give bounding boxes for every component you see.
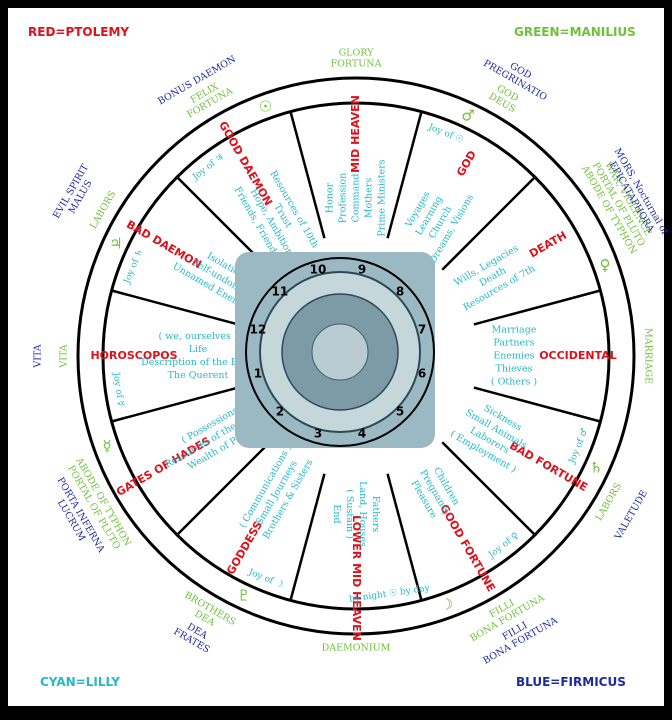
center-house-number: 6 bbox=[418, 366, 426, 380]
planet-glyph-icon: ♃ bbox=[109, 235, 122, 253]
joy-label-house-1: Joy of ☿ bbox=[110, 371, 125, 407]
planet-glyph-icon: ☽ bbox=[440, 596, 453, 614]
planet-glyph-icon: ☿ bbox=[102, 437, 111, 455]
house-divider bbox=[386, 111, 423, 239]
lilly-label-house-4: End bbox=[331, 504, 342, 523]
legend-firmicus: BLUE=FIRMICUS bbox=[516, 675, 626, 689]
center-house-number: 5 bbox=[396, 405, 404, 419]
firmicus-label-house-1: VITA bbox=[33, 344, 44, 368]
center-house-number: 2 bbox=[276, 405, 284, 419]
lilly-label-house-4: ( Sustain ) bbox=[344, 489, 355, 539]
center-house-numbers: 10 9 8 7 6 5 4 3 2 1 12 11 bbox=[250, 262, 427, 440]
center-core bbox=[311, 323, 369, 381]
house-divider bbox=[111, 289, 239, 326]
center-house-number: 1 bbox=[254, 366, 262, 380]
lilly-label-house-7: Partners bbox=[493, 338, 534, 349]
lilly-label-house-4: Fathers bbox=[370, 496, 381, 533]
house-divider bbox=[473, 289, 601, 326]
legend-ptolemy: RED=PTOLEMY bbox=[28, 25, 129, 39]
house-divider bbox=[176, 441, 271, 536]
lilly-label-house-7: ( Others ) bbox=[491, 377, 537, 388]
planet-glyph-icon: ♇ bbox=[237, 587, 250, 605]
legend-manilius: GREEN=MANILIUS bbox=[514, 25, 636, 39]
center-house-number: 3 bbox=[314, 427, 322, 441]
center-zodiac: 10 9 8 7 6 5 4 3 2 1 12 11 bbox=[235, 252, 435, 448]
legend-lilly: CYAN=LILLY bbox=[40, 675, 120, 689]
lilly-label-house-10: Prime Ministers bbox=[377, 159, 388, 236]
manilius-label-house-10: GLORY bbox=[339, 48, 375, 59]
house-divider bbox=[441, 441, 536, 536]
lilly-label-house-7: Enemies bbox=[493, 351, 534, 362]
manilius-label-house-4: DAEMONIUM bbox=[322, 643, 391, 654]
inner-ring bbox=[101, 101, 611, 611]
manilius-label-house-10: FORTUNA bbox=[331, 59, 382, 70]
center-house-number: 4 bbox=[358, 427, 366, 441]
lilly-label-house-10: Command bbox=[351, 174, 362, 223]
house-divider bbox=[111, 386, 239, 423]
center-house-number: 11 bbox=[272, 284, 289, 298]
center-house-number: 8 bbox=[396, 284, 404, 298]
ptolemy-label-house-7: OCCIDENTAL bbox=[539, 349, 617, 362]
lilly-label-house-10: Mothers bbox=[364, 178, 375, 219]
center-number-ring bbox=[245, 257, 435, 447]
house-divider bbox=[289, 111, 326, 239]
center-house-number: 10 bbox=[310, 262, 327, 276]
manilius-label-house-7: MARRIAGE bbox=[643, 328, 654, 384]
lilly-label-house-1: Life bbox=[189, 344, 208, 355]
planet-glyph-icon: ☉ bbox=[259, 97, 272, 115]
lilly-label-house-7: Marriage bbox=[492, 325, 537, 336]
planet-glyph-icon: ♀ bbox=[600, 256, 611, 274]
house-divider bbox=[441, 176, 536, 271]
house-divider bbox=[289, 473, 326, 601]
outer-ring bbox=[76, 76, 636, 636]
center-house-number: 9 bbox=[358, 262, 366, 276]
ptolemy-label-house-10: MID HEAVEN bbox=[349, 95, 362, 173]
planet-glyph-icon: ♂ bbox=[461, 106, 474, 124]
ptolemy-label-house-1: HOROSCOPOS bbox=[90, 349, 177, 362]
house-divider bbox=[386, 473, 423, 601]
lilly-label-house-7: Thieves bbox=[496, 364, 533, 375]
manilius-label-house-1: VITA bbox=[59, 344, 70, 368]
lilly-label-house-4: Land, Houses bbox=[357, 481, 368, 547]
center-house-number: 12 bbox=[250, 323, 267, 337]
planet-glyph-icon: ♄ bbox=[589, 458, 602, 476]
lilly-label-house-10: Profession bbox=[338, 173, 349, 223]
ptolemy-label-house-4: LOWER MID HEAVEN bbox=[350, 515, 363, 641]
lilly-label-house-10: Honor bbox=[325, 182, 336, 213]
lilly-label-house-1: The Querent bbox=[168, 370, 229, 381]
lilly-label-house-1: ( we, ourselves ) bbox=[158, 331, 237, 342]
center-house-number: 7 bbox=[418, 323, 426, 337]
house-divider bbox=[473, 386, 601, 423]
lilly-label-house-1: Description of the Body bbox=[141, 357, 255, 368]
